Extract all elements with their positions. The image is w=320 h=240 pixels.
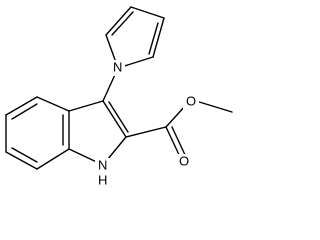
bond-benzene-c4-c5-double xyxy=(11,103,38,120)
bond-pyrrole-c2-c3-double xyxy=(111,11,134,36)
bond-ester-carbonyl-o-single xyxy=(165,104,187,128)
chemical-structure-diagram: N N H O O xyxy=(5,6,233,189)
bond-ester-carbonyl-o-double xyxy=(171,126,187,158)
bond-benzene-c6-c7 xyxy=(5,151,38,170)
bond-indole-c3-c2-double xyxy=(108,101,129,133)
atom-background xyxy=(176,154,192,170)
atom-label-carbonyl-oxygen: O xyxy=(179,153,189,168)
bond-ester-o-methyl xyxy=(195,100,233,113)
bond-ester-c2-carbonyl xyxy=(125,126,167,138)
atom-background xyxy=(95,158,111,174)
bond-benzene-c6-c7-double xyxy=(11,147,38,163)
atom-background xyxy=(95,173,111,189)
atom-background xyxy=(183,94,199,110)
atom-label-indole-nitrogen: N xyxy=(98,157,107,172)
bond-pyrrole-c2-c3 xyxy=(105,6,132,36)
bond-indole-c3a-c3 xyxy=(68,100,104,112)
bond-benzene-c7-c7a xyxy=(36,148,70,170)
bond-indole-c3-c2 xyxy=(102,100,127,138)
bond-pyrrole-c4-c5 xyxy=(152,17,165,58)
atom-label-layer: N N H O O xyxy=(95,59,199,189)
atom-label-pyrrole-nitrogen: N xyxy=(113,59,122,74)
atom-background xyxy=(111,60,125,76)
bond-layer xyxy=(5,6,233,170)
atom-label-ester-oxygen: O xyxy=(186,93,196,108)
bond-benzene-c3a-c4 xyxy=(36,96,70,112)
bond-pyrrole-c4-c5-double xyxy=(148,22,159,55)
bond-ester-carbonyl-o xyxy=(165,126,182,160)
atom-label-indole-hydrogen: H xyxy=(98,172,107,187)
bond-benzene-c4-c5 xyxy=(5,96,38,116)
bond-pyrrole-c3-c4 xyxy=(130,6,165,19)
